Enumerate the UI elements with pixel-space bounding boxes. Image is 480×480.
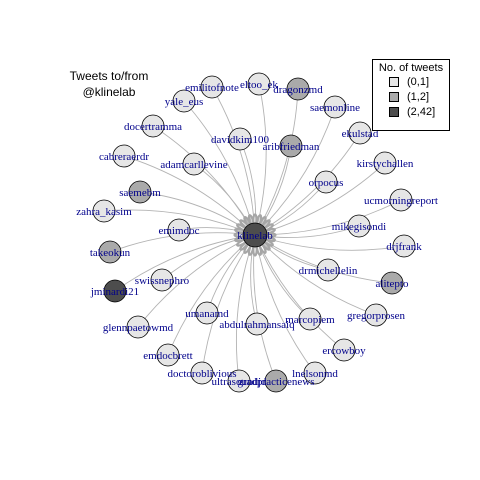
node-saemonline: [323, 95, 347, 119]
node-label-saemonline: saemonline: [310, 102, 360, 114]
node-kirstychallen: [373, 151, 397, 175]
legend-title: No. of tweets: [378, 62, 444, 74]
legend-item-1: (1,2]: [389, 89, 449, 104]
node-label-gregorprosen: gregorprosen: [347, 310, 406, 322]
node-yale_eus: [172, 89, 196, 113]
node-alitepto: [380, 271, 404, 295]
node-label-adamcarllevine: adamcarllevine: [160, 159, 227, 171]
node-label-saemebm: saemebm: [119, 187, 161, 199]
node-label-dragonzmd: dragonzmd: [273, 84, 323, 96]
node-glennpaetowmd: [126, 315, 150, 339]
node-doctoroblivious: [190, 361, 214, 385]
node-cabreraerdr: [112, 144, 136, 168]
edge-eltoo_ek: [254, 83, 267, 236]
node-jminardi21: [103, 279, 127, 303]
node-label-emdocbrett: emdocbrett: [143, 350, 192, 362]
node-label-takeokun: takeokun: [90, 247, 131, 259]
node-label-ekulstad: ekulstad: [342, 128, 379, 140]
node-label-kirstychallen: kirstychallen: [357, 158, 414, 170]
node-label-gradpracticenews: gradpracticenews: [238, 376, 315, 388]
node-label-alitepto: alitepto: [376, 278, 409, 290]
node-dragonzmd: [286, 77, 310, 101]
node-adamcarllevine: [182, 152, 206, 176]
node-gregorprosen: [364, 303, 388, 327]
node-saemebm: [128, 180, 152, 204]
legend-swatch-0: [389, 76, 399, 87]
node-swissnephro: [150, 268, 174, 292]
node-label-orpocus: orpocus: [309, 177, 344, 189]
legend-item-0: (0,1]: [389, 74, 449, 89]
edge-gradpracticenews: [253, 234, 277, 382]
node-label-glennpaetowmd: glennpaetowmd: [103, 322, 174, 334]
legend-item-2: (2,42]: [389, 104, 449, 119]
node-umanamd: [195, 301, 219, 325]
edge-saemebm: [139, 191, 256, 236]
node-label-drmichellelin: drmichellelin: [299, 265, 358, 277]
node-label-lnelsonmd: lnelsonmd: [292, 368, 338, 380]
legend: No. of tweets (0,1] (1,2] (2,42]: [372, 59, 450, 131]
node-label-emilitofnote: emilitofnote: [185, 82, 239, 94]
node-label-yale_eus: yale_eus: [165, 96, 203, 108]
legend-swatch-2: [389, 106, 399, 117]
edge-emdocbrett: [167, 234, 256, 356]
edge-dragonzmd: [254, 88, 299, 236]
node-ekulstad: [348, 121, 372, 145]
node-label-davidkim100: davidkim100: [211, 134, 270, 146]
node-gradpracticenews: [264, 369, 288, 393]
node-drmichellelin: [316, 258, 340, 282]
edge-gregorprosen: [254, 234, 377, 316]
title-line-2: @klinelab: [82, 85, 136, 99]
node-docertramma: [141, 114, 165, 138]
node-klinelab: [242, 222, 268, 248]
node-marcopiem: [298, 307, 322, 331]
legend-label-2: (2,42]: [407, 105, 436, 118]
node-davidkim100: [228, 127, 252, 151]
node-label-ercowboy: ercowboy: [322, 345, 366, 357]
node-label-swissnephro: swissnephro: [135, 275, 190, 287]
node-emilitofnote: [200, 75, 224, 99]
node-label-cabreraerdr: cabreraerdr: [99, 151, 149, 163]
node-label-emimdoc: emimdoc: [159, 225, 200, 237]
node-mikegisondi: [347, 214, 371, 238]
chart-title: Tweets to/from @klinelab: [64, 68, 154, 100]
node-emdocbrett: [156, 343, 180, 367]
legend-label-0: (0,1]: [407, 75, 430, 88]
title-line-1: Tweets to/from: [69, 69, 149, 83]
node-label-umanamd: umanamd: [185, 308, 229, 320]
edge-ercowboy: [254, 234, 345, 351]
node-label-marcopiem: marcopiem: [285, 314, 335, 326]
node-ultrasoundjd: [227, 369, 251, 393]
node-label-abdulrahmansaiq: abdulrahmansaiq: [219, 319, 295, 331]
node-ucmorningreport: [389, 188, 413, 212]
node-label-aribfriedman: aribfriedman: [263, 141, 320, 153]
node-lnelsonmd: [303, 361, 327, 385]
node-label-klinelab: klinelab: [237, 230, 273, 242]
node-label-doctoroblivious: doctoroblivious: [167, 368, 236, 380]
node-zahra_kasim: [92, 199, 116, 223]
node-label-docertramma: docertramma: [124, 121, 182, 133]
node-label-zahra_kasim: zahra_kasim: [76, 206, 132, 218]
legend-label-1: (1,2]: [407, 90, 430, 103]
node-label-drjfrank: drjfrank: [386, 241, 422, 253]
node-ercowboy: [332, 338, 356, 362]
node-eltoo_ek: [247, 72, 271, 96]
node-label-ultrasoundjd: ultrasoundjd: [212, 376, 267, 388]
node-aribfriedman: [279, 134, 303, 158]
node-emimdoc: [167, 218, 191, 242]
node-drjfrank: [392, 234, 416, 258]
node-orpocus: [314, 170, 338, 194]
node-takeokun: [98, 240, 122, 264]
node-abdulrahmansaiq: [245, 312, 269, 336]
edge-ultrasoundjd: [236, 234, 256, 382]
legend-swatch-1: [389, 91, 399, 102]
node-label-jminardi21: jminardi21: [90, 286, 139, 298]
edge-drjfrank: [254, 234, 405, 251]
node-label-ucmorningreport: ucmorningreport: [364, 195, 438, 207]
node-label-eltoo_ek: eltoo_ek: [240, 79, 278, 91]
node-label-mikegisondi: mikegisondi: [332, 221, 386, 233]
